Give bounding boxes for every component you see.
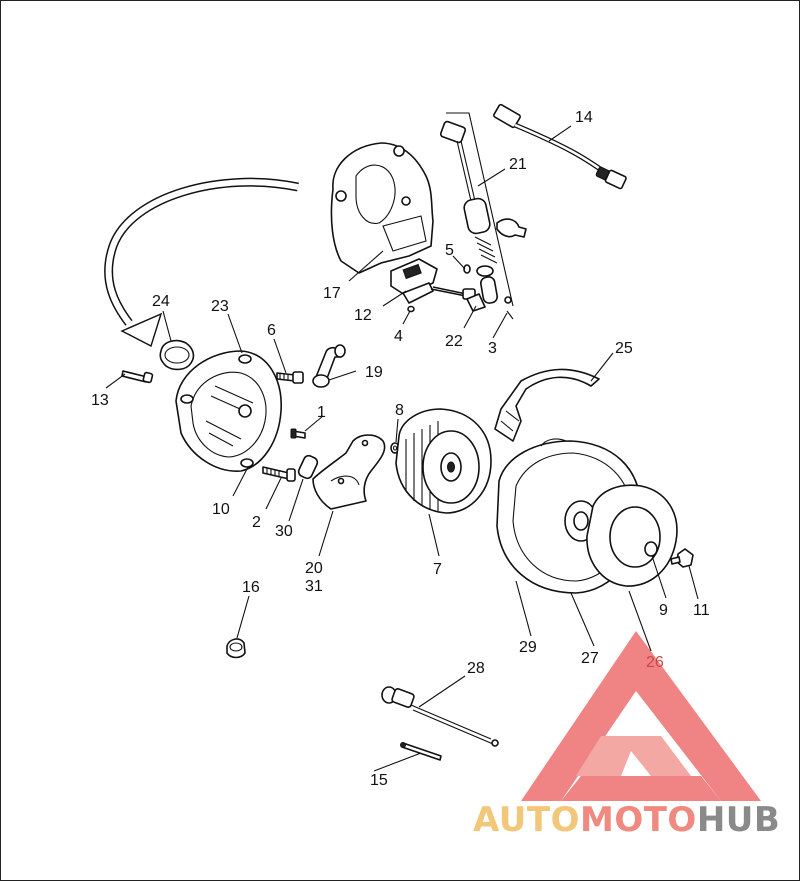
backplate-housing-part xyxy=(175,350,282,472)
watermark-text: AUTOMOTOHUB xyxy=(473,800,780,840)
callout-19: 19 xyxy=(365,364,383,381)
callout-2: 2 xyxy=(252,514,261,531)
spacer-part xyxy=(297,454,319,480)
screw-part-1 xyxy=(290,428,306,439)
callout-28: 28 xyxy=(467,660,485,677)
watermark-logo-icon xyxy=(521,631,761,801)
screw-part-11 xyxy=(670,548,694,568)
grommet-part xyxy=(226,638,246,659)
callout-24: 24 xyxy=(152,293,170,310)
callout-30: 30 xyxy=(275,523,293,540)
callout-15: 15 xyxy=(370,772,388,789)
bolt-part-6 xyxy=(276,371,304,384)
callout-17: 17 xyxy=(323,285,341,302)
callout-5: 5 xyxy=(445,242,454,259)
callout-20: 20 xyxy=(305,560,323,577)
callout-8: 8 xyxy=(395,402,404,419)
callout-6: 6 xyxy=(267,322,276,339)
pin-part xyxy=(400,742,442,761)
small-hardware-parts xyxy=(407,264,486,313)
callout-10: 10 xyxy=(212,501,230,518)
shroud-part xyxy=(312,434,386,510)
cable-part xyxy=(381,686,499,747)
callout-23: 23 xyxy=(211,298,229,315)
callout-27: 27 xyxy=(581,650,599,667)
leader-lines xyxy=(105,125,699,772)
tube-part xyxy=(312,344,346,388)
callout-labels: 1 2 3 4 5 6 7 8 9 10 11 12 13 14 15 16 1… xyxy=(91,109,710,789)
callout-12: 12 xyxy=(354,307,372,324)
callout-9: 9 xyxy=(659,602,668,619)
upper-housing-part xyxy=(330,142,434,274)
filter-element-part xyxy=(586,484,678,587)
callout-1: 1 xyxy=(317,404,326,421)
callout-4: 4 xyxy=(394,328,403,345)
callout-21: 21 xyxy=(509,156,527,173)
stud-part xyxy=(121,370,154,384)
callout-22: 22 xyxy=(445,333,463,350)
fan-wheel-part xyxy=(395,408,492,514)
gasket-part xyxy=(159,339,195,371)
callout-13: 13 xyxy=(91,392,109,409)
shaft-assembly-part xyxy=(439,112,527,320)
callout-16: 16 xyxy=(242,579,260,596)
callout-25: 25 xyxy=(615,340,633,357)
callout-11: 11 xyxy=(693,602,710,619)
callout-3: 3 xyxy=(488,340,497,357)
callout-31: 31 xyxy=(305,578,323,595)
callout-26: 26 xyxy=(646,654,664,671)
callout-14: 14 xyxy=(575,109,593,126)
bracket-part xyxy=(390,258,438,304)
wire-harness-part xyxy=(493,103,627,190)
bolt-part-2 xyxy=(262,466,296,482)
callout-29: 29 xyxy=(519,639,537,656)
callout-7: 7 xyxy=(433,561,442,578)
assembly-arrow-icon xyxy=(104,177,299,348)
top-shroud-part xyxy=(494,368,600,442)
